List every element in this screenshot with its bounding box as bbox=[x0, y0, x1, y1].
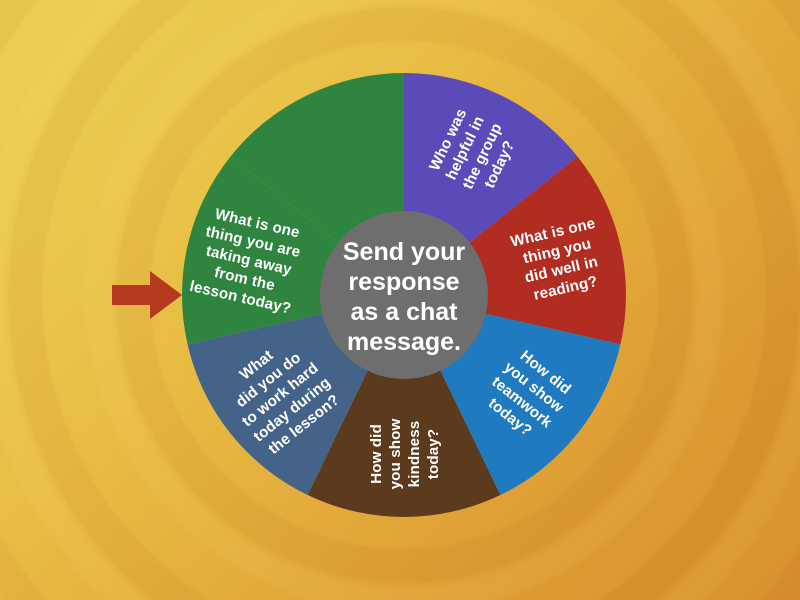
segment-label-line: you show bbox=[387, 419, 404, 490]
hub-text-line: message. bbox=[347, 328, 461, 356]
arrow-glyph bbox=[112, 271, 182, 319]
hub-text-line: as a chat bbox=[350, 298, 458, 326]
spin-pointer-arrow bbox=[112, 268, 184, 322]
segment-label-line: How did bbox=[368, 424, 385, 484]
segment-label-line: kindness bbox=[406, 421, 423, 488]
hub-text-line: Send your bbox=[343, 238, 466, 266]
segment-label-line: today? bbox=[425, 429, 442, 479]
wheel-segment-brown[interactable] bbox=[307, 295, 501, 517]
wheel-hub[interactable] bbox=[320, 211, 488, 379]
hub-text-line: response bbox=[348, 268, 459, 296]
